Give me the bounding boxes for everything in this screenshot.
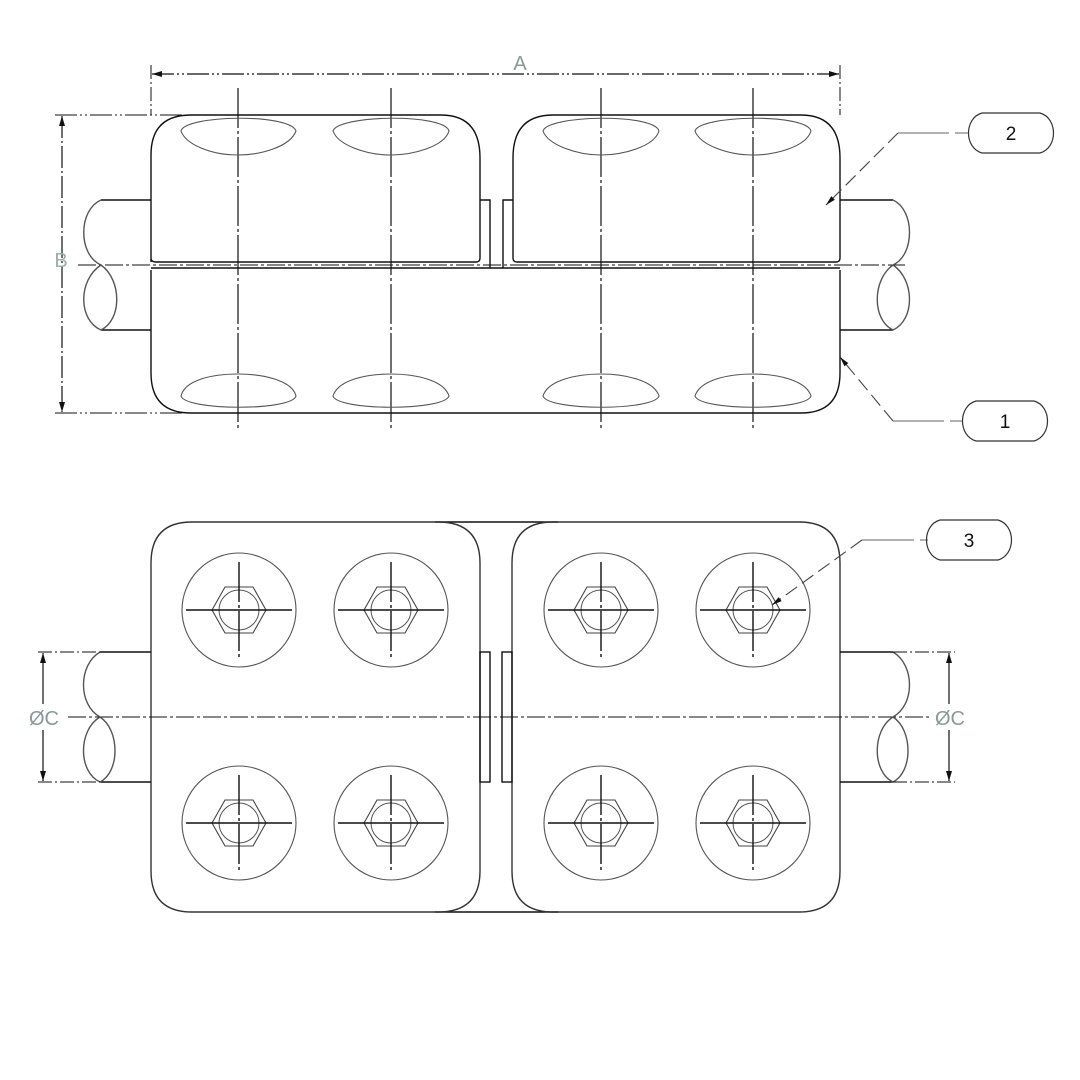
balloon-3-label: 3: [964, 531, 975, 552]
dimension-a: [150, 65, 841, 115]
left-shaft-top: [83, 199, 151, 331]
dimension-b-label: B: [54, 250, 67, 272]
bolt: [543, 765, 659, 881]
bolt: [543, 552, 659, 668]
bolt-profiles-top: [180, 117, 812, 156]
right-shaft-bottom: [840, 651, 955, 783]
lower-block: [150, 270, 841, 414]
bolt: [181, 552, 297, 668]
balloon-3[interactable]: [926, 519, 1012, 561]
dimension-a-label: A: [513, 53, 527, 75]
top-view: [55, 65, 968, 430]
balloon-1-label: 1: [1000, 412, 1011, 433]
bottom-left-block: [150, 521, 481, 913]
joint-tab-left: [480, 199, 491, 268]
leader-1: [839, 356, 962, 422]
bolt: [333, 765, 449, 881]
upper-right-block: [512, 114, 841, 263]
dimension-b: [55, 114, 190, 414]
balloon-1[interactable]: [962, 400, 1048, 442]
bolt-profiles-bottom: [180, 373, 812, 408]
dimension-c-right-label: ØC: [935, 708, 965, 730]
dimension-c-left-label: ØC: [29, 708, 59, 730]
bolt: [695, 552, 811, 668]
bolt: [695, 765, 811, 881]
right-shaft-top: [840, 199, 911, 331]
bottom-view: [38, 521, 955, 913]
bolt: [333, 552, 449, 668]
leader-3: [771, 539, 928, 606]
vertical-centerlines: [237, 88, 754, 430]
bolt: [181, 765, 297, 881]
joint-tab-right: [502, 199, 513, 268]
leader-2: [825, 132, 968, 206]
bottom-right-block: [511, 521, 841, 913]
balloon-2-label: 2: [1006, 124, 1017, 145]
upper-left-block: [150, 114, 481, 263]
left-shaft-bottom: [38, 651, 151, 783]
balloon-2[interactable]: [968, 112, 1054, 154]
